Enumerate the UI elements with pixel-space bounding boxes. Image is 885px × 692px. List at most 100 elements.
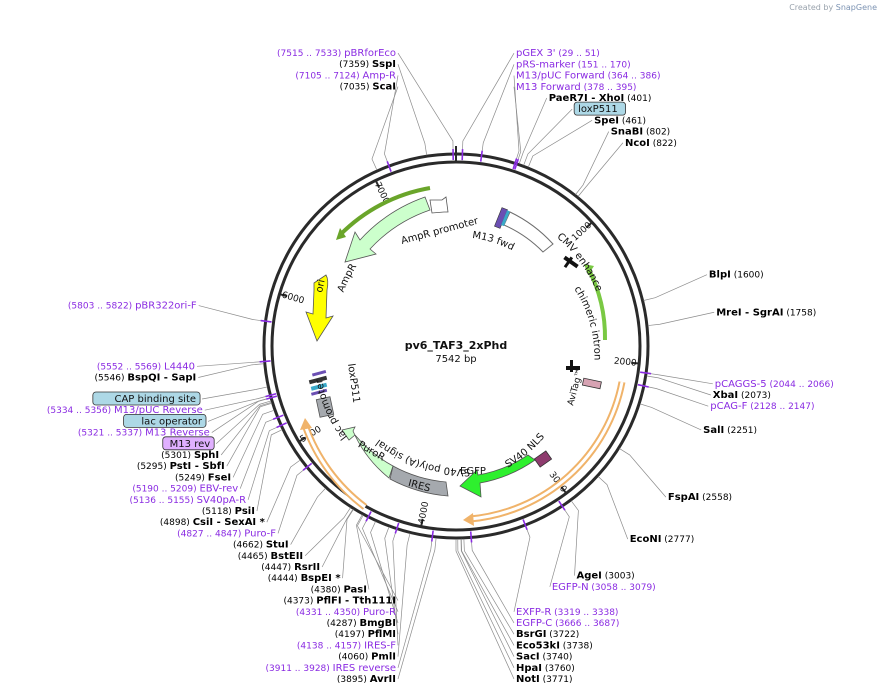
site-label-enzyme[interactable]: (3895) AvrII: [337, 674, 396, 685]
site-label-enzyme[interactable]: EcoNI (2777): [630, 534, 695, 545]
site-label-enzyme[interactable]: (5118) PsiI: [202, 506, 255, 517]
site-location: (3666 .. 3687): [552, 619, 619, 629]
site-label-primer[interactable]: (5334 .. 5356) M13/pUC Reverse: [47, 405, 203, 416]
leader-line: [463, 538, 515, 635]
site-label-feature[interactable]: lac operator: [123, 413, 207, 428]
site-label-feature[interactable]: CAP binding site: [92, 391, 201, 406]
leader-line: [397, 537, 433, 668]
site-label-enzyme[interactable]: MreI - SgrAI (1758): [716, 307, 816, 318]
site-label-enzyme[interactable]: AgeI (3003): [577, 571, 635, 582]
site-label-primer[interactable]: (5136 .. 5155) SV40pA-R: [130, 495, 247, 506]
leader-line: [470, 538, 515, 624]
site-label-enzyme[interactable]: (4380) PasI: [311, 584, 367, 595]
leader-line: [197, 361, 264, 367]
site-label-enzyme[interactable]: (4373) PflFI - Tth111I: [283, 596, 396, 607]
feature-shapes: [300, 186, 626, 526]
site-label-primer[interactable]: pGEX 3' (29 .. 51): [516, 48, 600, 59]
site-label-enzyme[interactable]: NcoI (822): [625, 138, 677, 149]
site-label-primer[interactable]: pRS-marker (151 .. 170): [516, 59, 631, 70]
site-name: M13 Reverse: [145, 428, 210, 439]
site-location: (3771): [540, 675, 573, 685]
site-label-primer[interactable]: (7515 .. 7533) pBRforEco: [277, 48, 396, 59]
site-label-text: (5803 .. 5822) pBR322ori-F: [68, 301, 197, 312]
site-name-extra: - SexAI *: [213, 517, 265, 528]
loxp511-left-mark: [308, 375, 328, 385]
site-location: (822): [650, 139, 677, 149]
leader-line: [201, 386, 268, 400]
site-label-primer[interactable]: (4138 .. 4157) IRES-F: [297, 640, 396, 651]
site-label-enzyme[interactable]: XbaI (2073): [713, 390, 771, 401]
site-name: SphI: [194, 450, 219, 461]
site-label-enzyme[interactable]: SalI (2251): [703, 425, 757, 436]
leader-line: [371, 86, 399, 171]
site-label-primerbox[interactable]: M13 rev: [162, 436, 215, 451]
site-label-primer[interactable]: (7105 .. 7124) Amp-R: [295, 70, 396, 81]
site-label-enzyme[interactable]: (4898) CsiI - SexAI *: [160, 517, 266, 528]
site-label-primer[interactable]: EGFP-N (3058 .. 3079): [552, 582, 656, 593]
site-name: pCAG-F: [710, 401, 747, 412]
site-label-enzyme[interactable]: (4197) PflMI: [335, 629, 396, 640]
site-label-primer[interactable]: (5552 .. 5569) L4440: [97, 361, 195, 372]
site-label-primer[interactable]: EXFP-R (3319 .. 3338): [516, 607, 618, 618]
label-box: [573, 101, 626, 116]
site-label-primer[interactable]: (4827 .. 4847) Puro-F: [177, 528, 276, 539]
site-label-primer[interactable]: EGFP-C (3666 .. 3687): [516, 618, 619, 629]
plasmid-length: 7542 bp: [435, 354, 476, 365]
site-label-enzyme[interactable]: (4447) RsrII: [261, 562, 320, 573]
site-label-enzyme[interactable]: SacI (3740): [516, 652, 572, 663]
site-location: (3722): [546, 630, 579, 640]
site-label-enzyme[interactable]: (4662) StuI: [233, 540, 289, 551]
site-label-primer[interactable]: (5190 .. 5209) EBV-rev: [132, 484, 238, 495]
leader-line: [513, 525, 531, 612]
site-label-enzyme[interactable]: (4465) BstEII: [238, 551, 303, 562]
site-label-primer[interactable]: pCAG-F (2128 .. 2147): [710, 401, 814, 412]
site-label-enzyme[interactable]: (5301) SphI: [161, 450, 219, 461]
site-label-enzyme[interactable]: PaeR7I - XhoI (401): [549, 93, 652, 104]
site-label-enzyme[interactable]: (5546) BspQI - SapI: [95, 372, 197, 383]
site-label-enzyme[interactable]: (7359) SspI: [339, 59, 396, 70]
site-label-text: (3911 .. 3928) IRES reverse: [266, 663, 396, 674]
site-label-enzyme[interactable]: Eco53kI (3738): [516, 640, 593, 651]
ires-box: [389, 465, 449, 497]
primer-site-tick: [469, 531, 473, 543]
leader-line: [211, 397, 271, 433]
site-label-enzyme[interactable]: NotI (3771): [516, 674, 573, 685]
site-label-enzyme[interactable]: (7035) ScaI: [340, 82, 396, 93]
site-label-primer[interactable]: (3911 .. 3928) IRES reverse: [266, 663, 396, 674]
site-label-enzyme[interactable]: BsrGI (3722): [516, 629, 579, 640]
site-label-enzyme[interactable]: (4287) BmgBI: [327, 618, 396, 629]
leader-line: [198, 363, 264, 378]
site-name: PsiI: [235, 506, 255, 517]
site-label-enzyme[interactable]: (5295) PstI - SbfI: [137, 461, 225, 472]
site-label-text: Eco53kI (3738): [516, 640, 593, 651]
site-label-enzyme[interactable]: SnaBI (802): [611, 127, 670, 138]
site-label-text: (5546) BspQI - SapI: [95, 372, 197, 383]
site-label-primer[interactable]: M13 Forward (378 .. 395): [516, 82, 636, 93]
site-label-enzyme[interactable]: SpeI (461): [594, 115, 646, 126]
site-label-enzyme[interactable]: (4060) PmlI: [338, 652, 396, 663]
site-label-enzyme[interactable]: (4444) BspEI *: [268, 573, 342, 584]
site-label-primer[interactable]: M13/pUC Forward (364 .. 386): [516, 71, 660, 82]
site-label-primer[interactable]: (5803 .. 5822) pBR322ori-F: [68, 301, 197, 312]
site-label-enzyme[interactable]: (5249) FseI: [175, 472, 231, 483]
leader-line: [239, 417, 277, 489]
site-name: Puro-F: [244, 528, 276, 539]
leader-line: [397, 533, 411, 657]
site-label-primer[interactable]: (5321 .. 5337) M13 Reverse: [78, 428, 210, 439]
primer-site-tick: [260, 319, 272, 323]
site-label-feature[interactable]: loxP511: [573, 101, 626, 116]
leader-line: [321, 509, 354, 568]
site-name-extra: - XhoI: [588, 93, 625, 104]
site-label-primer[interactable]: (4331 .. 4350) Puro-R: [296, 607, 396, 618]
site-location: (4662): [233, 541, 266, 551]
primer-site-tick: [430, 530, 434, 542]
site-label-enzyme[interactable]: FspAI (2558): [668, 492, 732, 503]
site-name: SacI: [516, 652, 540, 663]
site-label-text: PaeR7I - XhoI (401): [549, 93, 652, 104]
site-label-enzyme[interactable]: HpaI (3760): [516, 663, 575, 674]
credit-prefix: Created by: [789, 3, 834, 12]
site-label-primer[interactable]: pCAGGS-5 (2044 .. 2066): [715, 379, 834, 390]
site-label-enzyme[interactable]: BlpI (1600): [709, 270, 764, 281]
leader-line: [457, 538, 515, 668]
